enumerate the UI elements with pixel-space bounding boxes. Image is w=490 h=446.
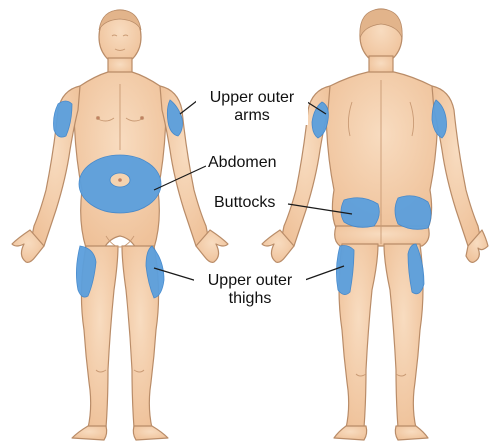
upper-outer-arms-label: Upper outer arms [196,89,308,125]
buttocks-label: Buttocks [212,194,277,212]
navel [118,178,122,182]
upper-outer-thighs-line1: Upper outer [196,272,304,290]
upper-outer-arms-line1: Upper outer [198,89,306,107]
front-body-figure [12,10,228,440]
abdomen-label-text: Abdomen [208,154,277,171]
back-left-buttock-site [341,198,379,228]
back-right-buttock-site [395,196,431,230]
upper-outer-arms-line2: arms [198,107,306,125]
upper-outer-thighs-line2: thighs [196,290,304,308]
abdomen-label: Abdomen [206,154,279,172]
buttocks-label-text: Buttocks [214,194,275,211]
upper-outer-thighs-label: Upper outer thighs [194,272,306,308]
